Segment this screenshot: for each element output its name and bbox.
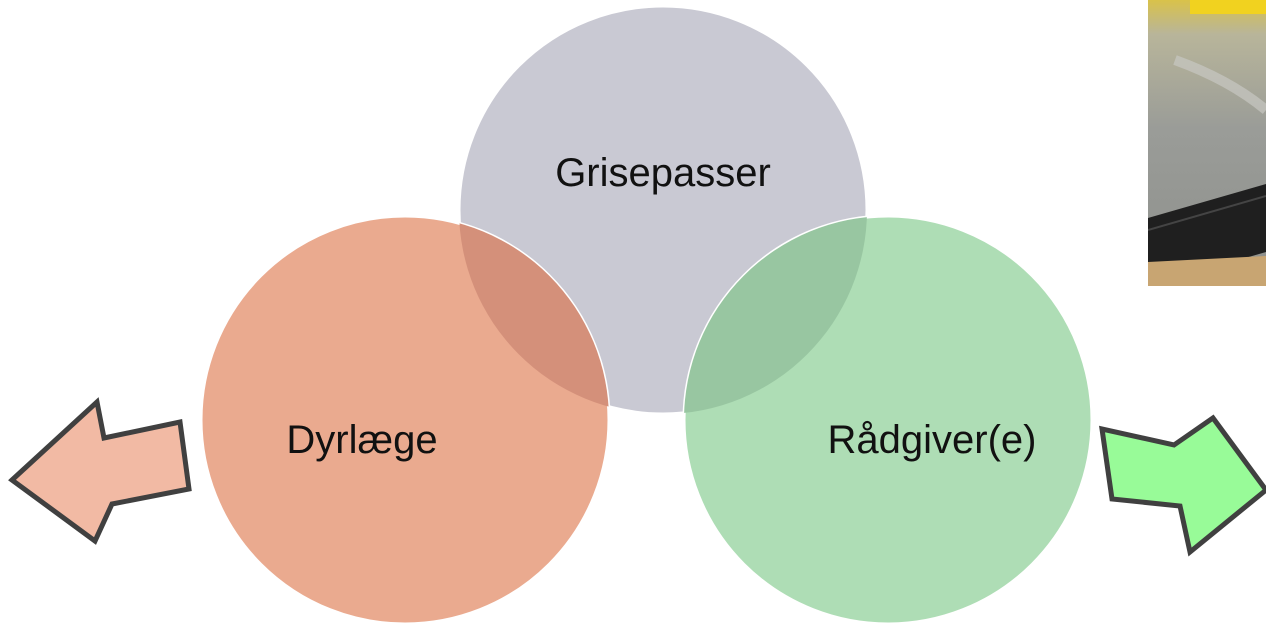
photo-thumbnail [1148, 0, 1266, 286]
label-dyrlaege: Dyrlæge [286, 418, 437, 462]
overlap-grisepasser-dyrlaege [459, 216, 609, 414]
label-raadgiver: Rådgiver(e) [828, 418, 1037, 462]
right-arrow-icon [1099, 414, 1266, 557]
overlap-grisepasser-raadgiver [684, 216, 867, 414]
left-arrow-icon [8, 397, 192, 545]
label-grisepasser: Grisepasser [555, 151, 771, 195]
